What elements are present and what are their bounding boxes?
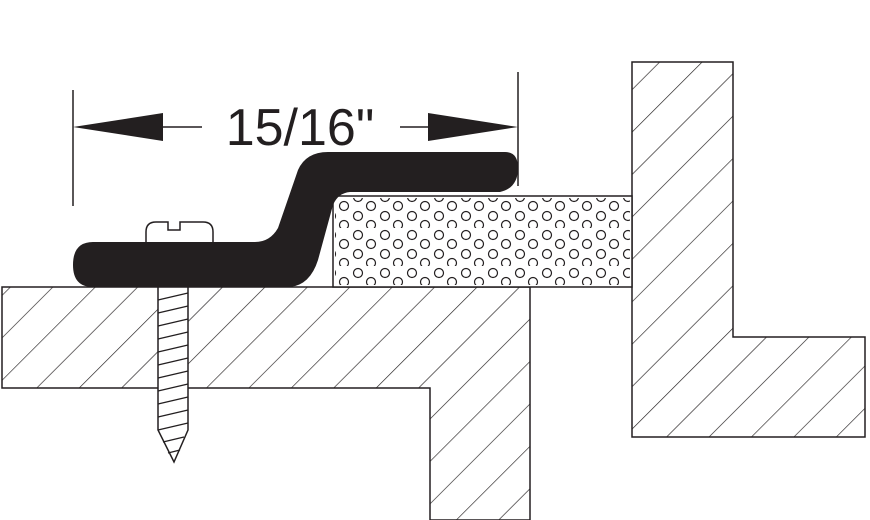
dimension-annotation [72,72,519,206]
screw-head [145,221,214,244]
screw [145,221,214,464]
subfloor-section [1,286,531,520]
foam-texture [335,198,630,285]
arrowhead-right [428,113,518,141]
dimension-label: 15/16" [226,99,375,157]
right-wall-section [631,61,866,438]
arrowhead-left [73,113,163,141]
threshold-profile [73,152,518,287]
